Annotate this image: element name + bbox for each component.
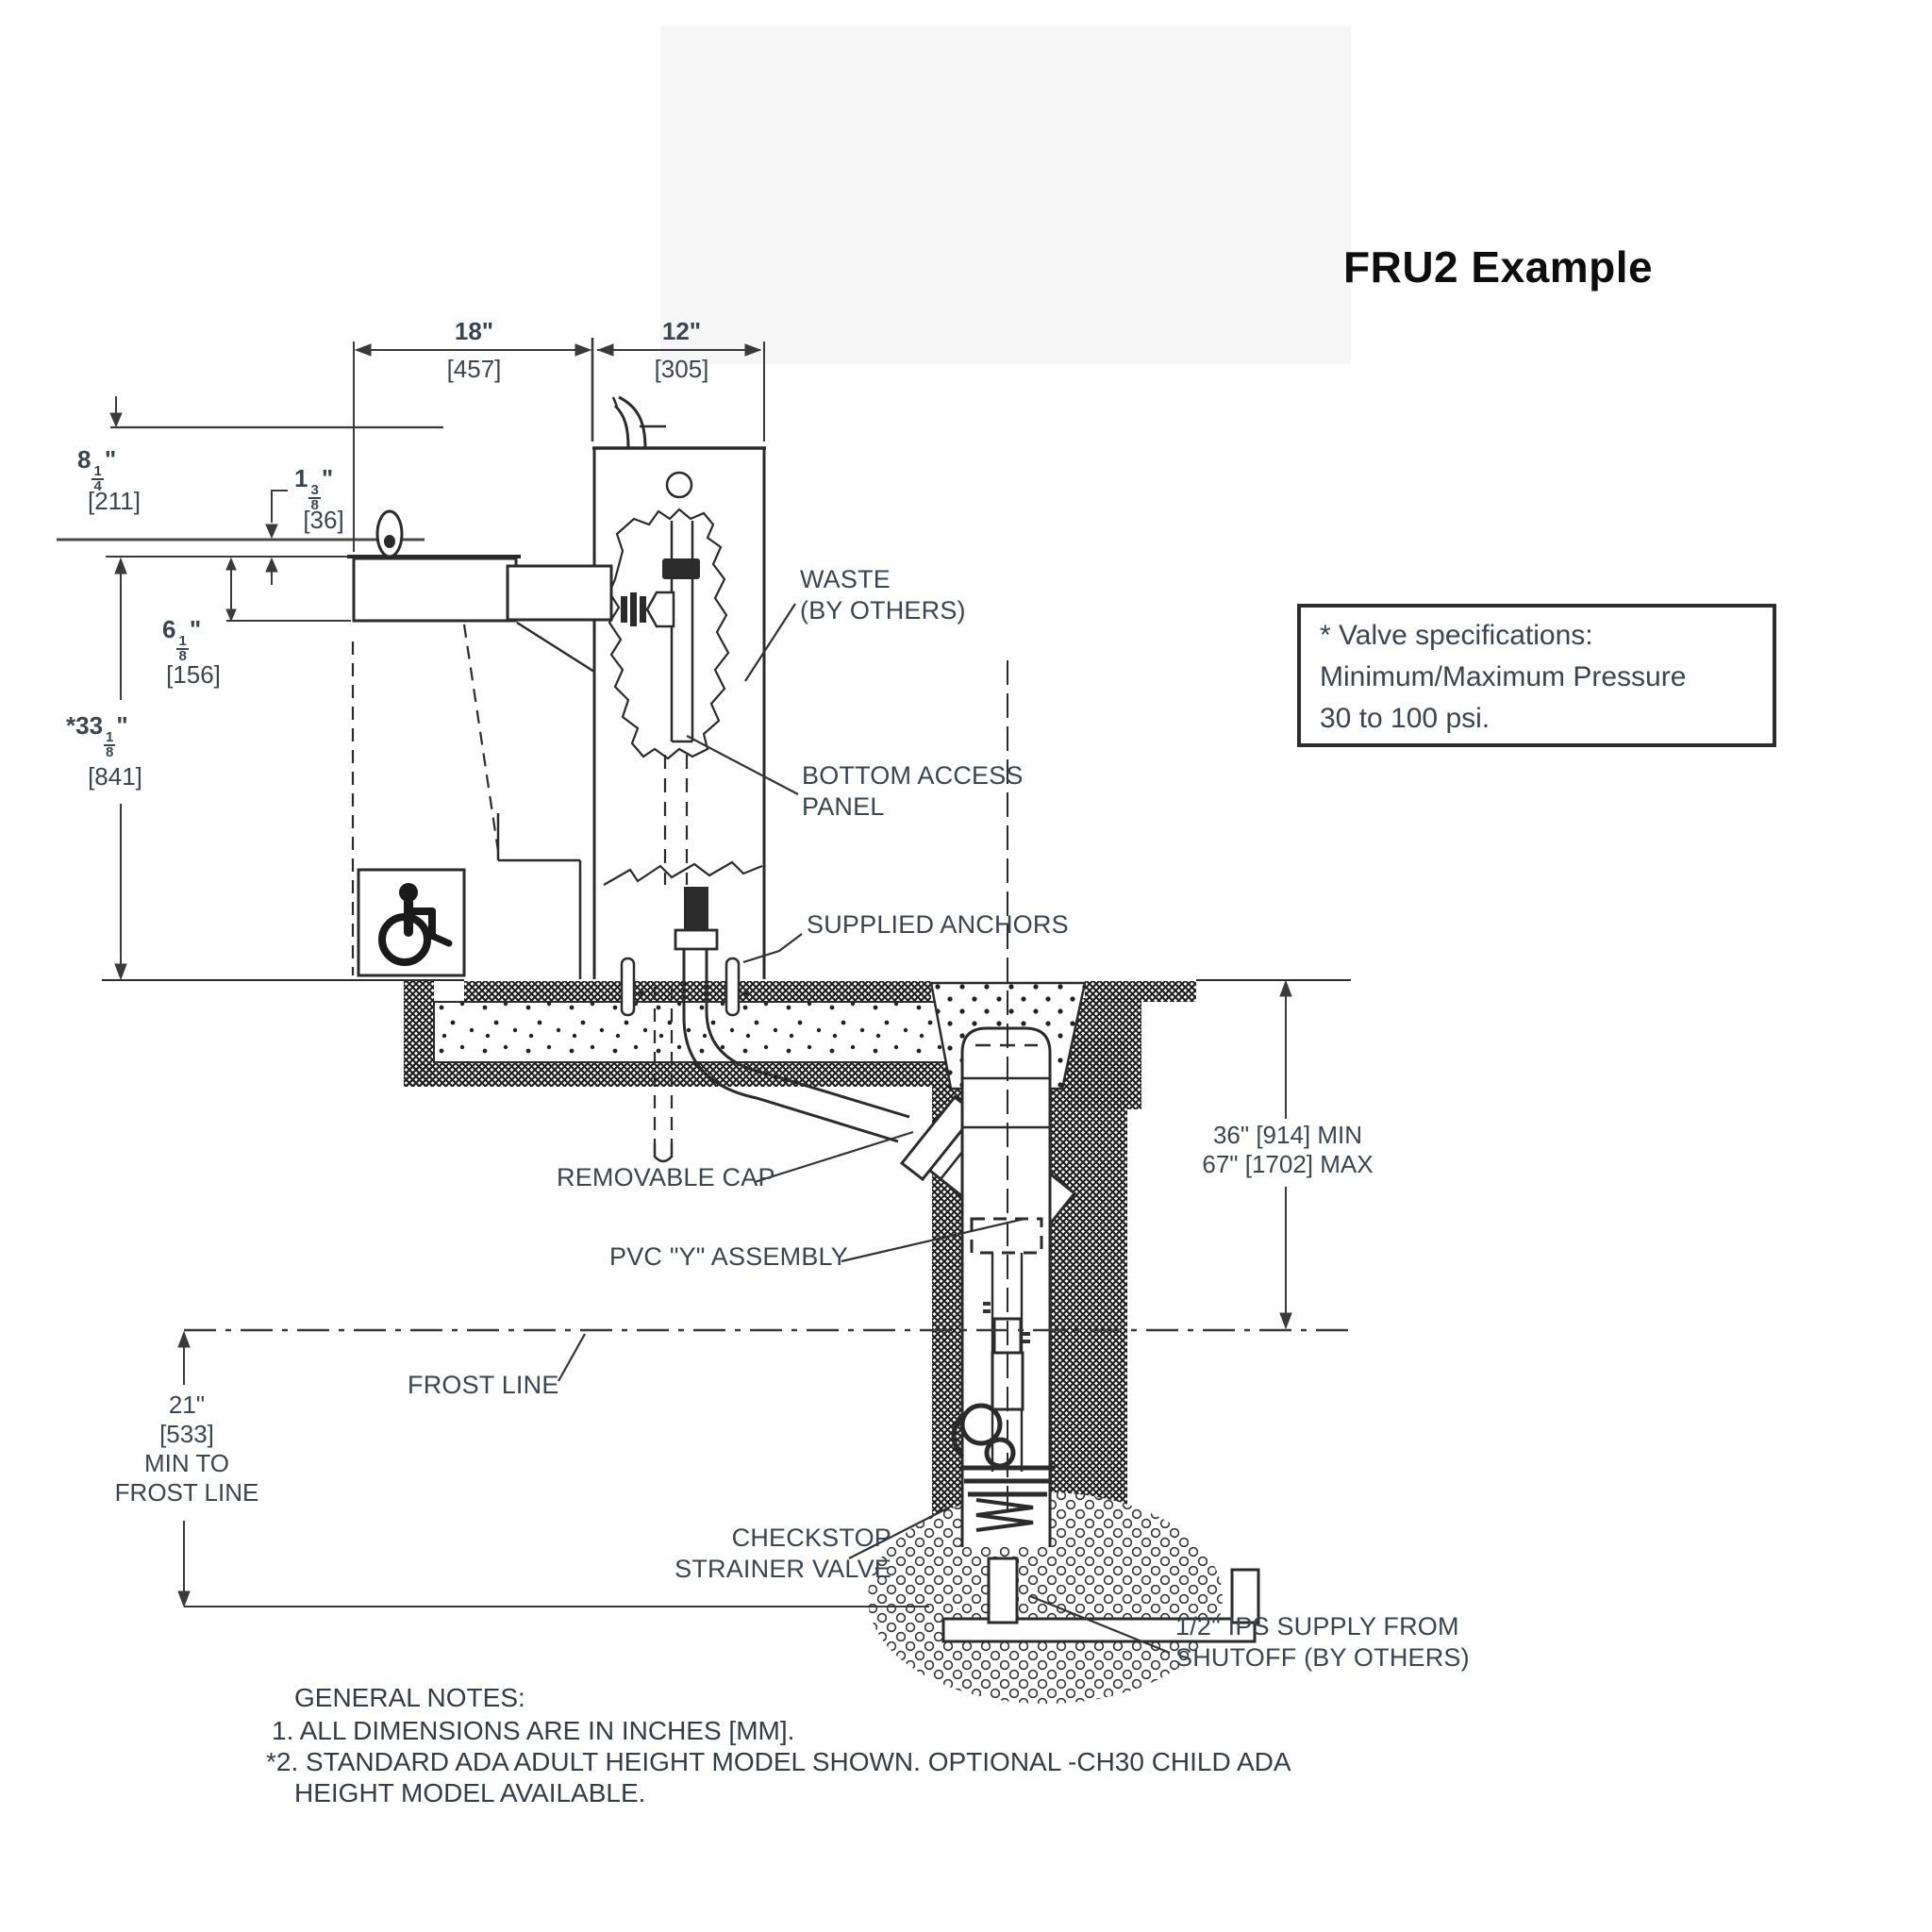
label-waste: WASTE(BY OTHERS) bbox=[800, 565, 966, 625]
general-note-1: 1. ALL DIMENSIONS ARE IN INCHES [MM]. bbox=[272, 1716, 795, 1745]
dim-33-1-8-mm: [841] bbox=[88, 762, 142, 791]
valve-spec-line3: 30 to 100 psi. bbox=[1320, 703, 1491, 734]
underground-riser-assembly bbox=[899, 660, 1260, 1643]
supply-coupling-nut bbox=[674, 928, 719, 951]
fountain-bowl bbox=[352, 557, 518, 623]
valve-spec-line1: * Valve specifications: bbox=[1320, 620, 1593, 651]
anchor-bolt-right bbox=[724, 957, 741, 1017]
waste-side-fitting bbox=[621, 592, 646, 626]
bubbler bbox=[375, 509, 404, 558]
dim-18in: 18" bbox=[454, 317, 494, 345]
dim-12in: 12" bbox=[661, 317, 702, 345]
gravel-pocket bbox=[868, 1492, 1223, 1704]
background-tint bbox=[660, 26, 1351, 364]
page-title: FRU2 Example bbox=[1343, 242, 1654, 291]
riser-pipe bbox=[960, 1026, 1052, 1547]
waste-line-cap bbox=[653, 1143, 674, 1163]
dim-6-1-8-mm: [156] bbox=[166, 660, 221, 689]
dim-8-1-4-mm: [211] bbox=[88, 487, 141, 515]
anchor-bolt-left bbox=[620, 957, 636, 1017]
fountain-unit bbox=[57, 395, 910, 1163]
checkstop-strainer-valve bbox=[983, 1302, 1030, 1343]
cutaway-tear bbox=[608, 508, 730, 760]
valve-spec-box: * Valve specifications: Minimum/Maximum … bbox=[1297, 604, 1776, 747]
dim-1-3-8-mm: [36] bbox=[303, 506, 344, 534]
ground-hatch-right-band bbox=[1085, 981, 1196, 1002]
label-pvc-y-assembly: PVC "Y" ASSEMBLY bbox=[609, 1242, 848, 1271]
tear-line bbox=[603, 860, 763, 886]
supply-tube bbox=[682, 949, 899, 1143]
ground-hatch-left-band bbox=[464, 981, 931, 1004]
pedestal-spout bbox=[613, 404, 630, 449]
footing-hatch-bottom bbox=[404, 1062, 955, 1087]
supply-stub-dark bbox=[684, 887, 708, 932]
supply-pipe-stub-left bbox=[987, 1557, 1019, 1624]
general-notes-heading: GENERAL NOTES: bbox=[294, 1683, 525, 1712]
waste-pipe-coupling bbox=[662, 558, 700, 579]
supply-pipe-stub-right bbox=[1230, 1568, 1260, 1624]
leader-lines bbox=[558, 603, 1171, 1655]
valve-spec-line2: Minimum/Maximum Pressure bbox=[1320, 661, 1687, 692]
wheelchair-icon bbox=[378, 883, 453, 966]
label-frost-line: FROST LINE bbox=[408, 1371, 559, 1399]
bowl-support-arm bbox=[506, 564, 613, 622]
bore-hole-right-wall bbox=[1050, 1038, 1127, 1547]
dim-12in-mm: [305] bbox=[654, 355, 709, 383]
dimension-lines bbox=[106, 338, 1351, 1608]
dim-18in-mm: [457] bbox=[446, 355, 502, 383]
general-note-2: *2. STANDARD ADA ADULT HEIGHT MODEL SHOW… bbox=[266, 1747, 1291, 1776]
label-removable-cap: REMOVABLE CAP bbox=[557, 1163, 775, 1191]
general-note-2-cont: HEIGHT MODEL AVAILABLE. bbox=[294, 1778, 646, 1807]
label-supplied-anchors: SUPPLIED ANCHORS bbox=[807, 910, 1069, 939]
pedestal-hole bbox=[665, 471, 693, 499]
